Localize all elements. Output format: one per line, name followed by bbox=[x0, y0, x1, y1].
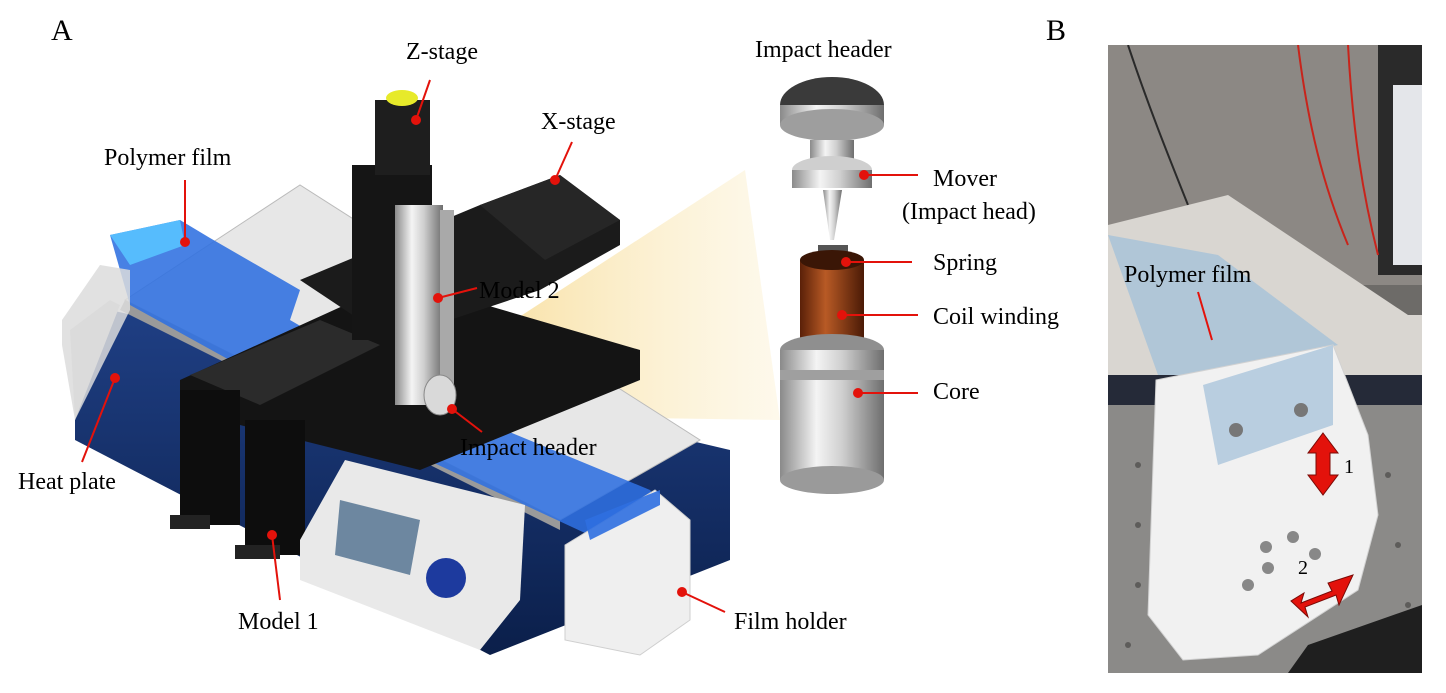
device-illustration bbox=[62, 77, 918, 656]
label-z-stage: Z-stage bbox=[406, 39, 478, 65]
control-knob bbox=[426, 558, 466, 598]
label-coil-winding: Coil winding bbox=[933, 304, 1060, 330]
panel-letter-a: A bbox=[51, 14, 73, 47]
z-stage-knob bbox=[386, 90, 418, 106]
model-2-bracket bbox=[395, 205, 443, 405]
panel-letter-b: B bbox=[1046, 14, 1067, 47]
arrow-1-icon bbox=[1307, 432, 1339, 496]
label-mover-sub: (Impact head) bbox=[902, 199, 1036, 225]
photo-rendering bbox=[1108, 45, 1422, 673]
arrow-2-icon bbox=[1290, 574, 1354, 619]
label-arrow-1: 1 bbox=[1344, 456, 1354, 478]
label-impact-header-title: Impact header bbox=[755, 37, 892, 63]
label-arrow-2: 2 bbox=[1298, 557, 1308, 579]
core bbox=[780, 350, 884, 480]
label-core: Core bbox=[933, 379, 980, 405]
label-x-stage: X-stage bbox=[541, 109, 616, 135]
label-spring: Spring bbox=[933, 250, 998, 276]
label-heat-plate: Heat plate bbox=[18, 469, 116, 495]
label-model-1: Model 1 bbox=[238, 609, 319, 635]
label-model-2: Model 2 bbox=[479, 278, 560, 304]
setup-photo: Polymer film 1 2 bbox=[1108, 45, 1422, 673]
label-film-holder: Film holder bbox=[734, 609, 847, 635]
label-mover: Mover bbox=[933, 166, 997, 192]
label-impact-header-device: Impact header bbox=[460, 435, 597, 461]
label-polymer-film-a: Polymer film bbox=[104, 145, 232, 171]
label-polymer-film-b: Polymer film bbox=[1124, 262, 1252, 288]
